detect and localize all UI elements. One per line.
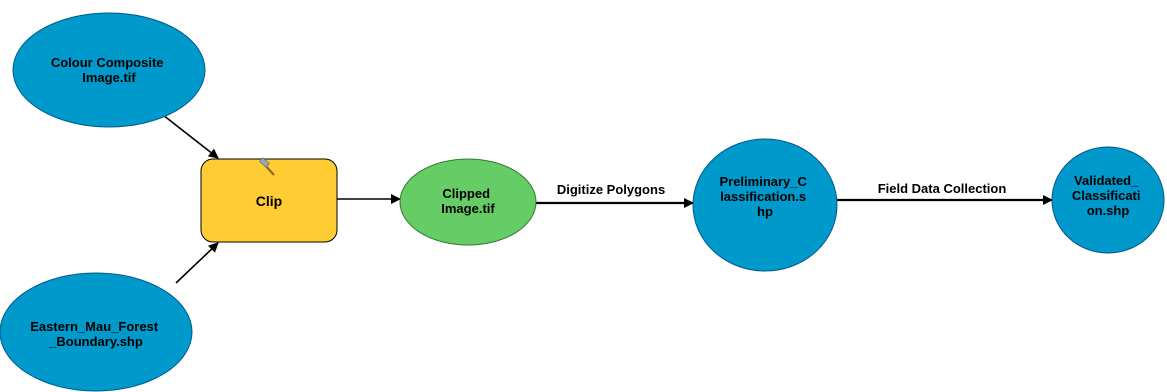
- connector-eastern-mau-to-clip: [175, 242, 219, 284]
- node-eastern-mau-forest-boundary[interactable]: Eastern_Mau_Forest _Boundary.shp: [0, 272, 193, 392]
- connector-colour-composite-to-clip: [162, 114, 219, 159]
- data-node-shape: [0, 272, 193, 392]
- edge-label-digitize-polygons: Digitize Polygons: [557, 182, 665, 197]
- data-node-shape: [1051, 146, 1165, 254]
- tool-node-clip[interactable]: Clip: [200, 157, 338, 243]
- node-preliminary-classification[interactable]: Preliminary_C lassification.s hp: [692, 138, 838, 272]
- edge-label-field-data-collection: Field Data Collection: [878, 181, 1007, 196]
- node-clipped-image[interactable]: Clipped Image.tif: [399, 158, 537, 246]
- node-label: Validated_ Classificati on.shp: [1072, 173, 1144, 218]
- node-label: Eastern_Mau_Forest _Boundary.shp: [30, 319, 162, 349]
- tool-node-shape: [200, 158, 338, 243]
- hammer-icon: [259, 157, 275, 176]
- node-label: Colour Composite Image.tif: [51, 55, 167, 85]
- node-label: Preliminary_C lassification.s hp: [719, 174, 810, 219]
- node-validated-classification[interactable]: Validated_ Classificati on.shp: [1051, 146, 1165, 254]
- derived-node-shape: [399, 158, 537, 246]
- node-colour-composite-image[interactable]: Colour Composite Image.tif: [12, 12, 206, 128]
- data-node-shape: [692, 138, 838, 272]
- tool-label: Clip: [256, 193, 282, 209]
- data-node-shape: [12, 12, 206, 128]
- node-label: Clipped Image.tif: [441, 186, 495, 216]
